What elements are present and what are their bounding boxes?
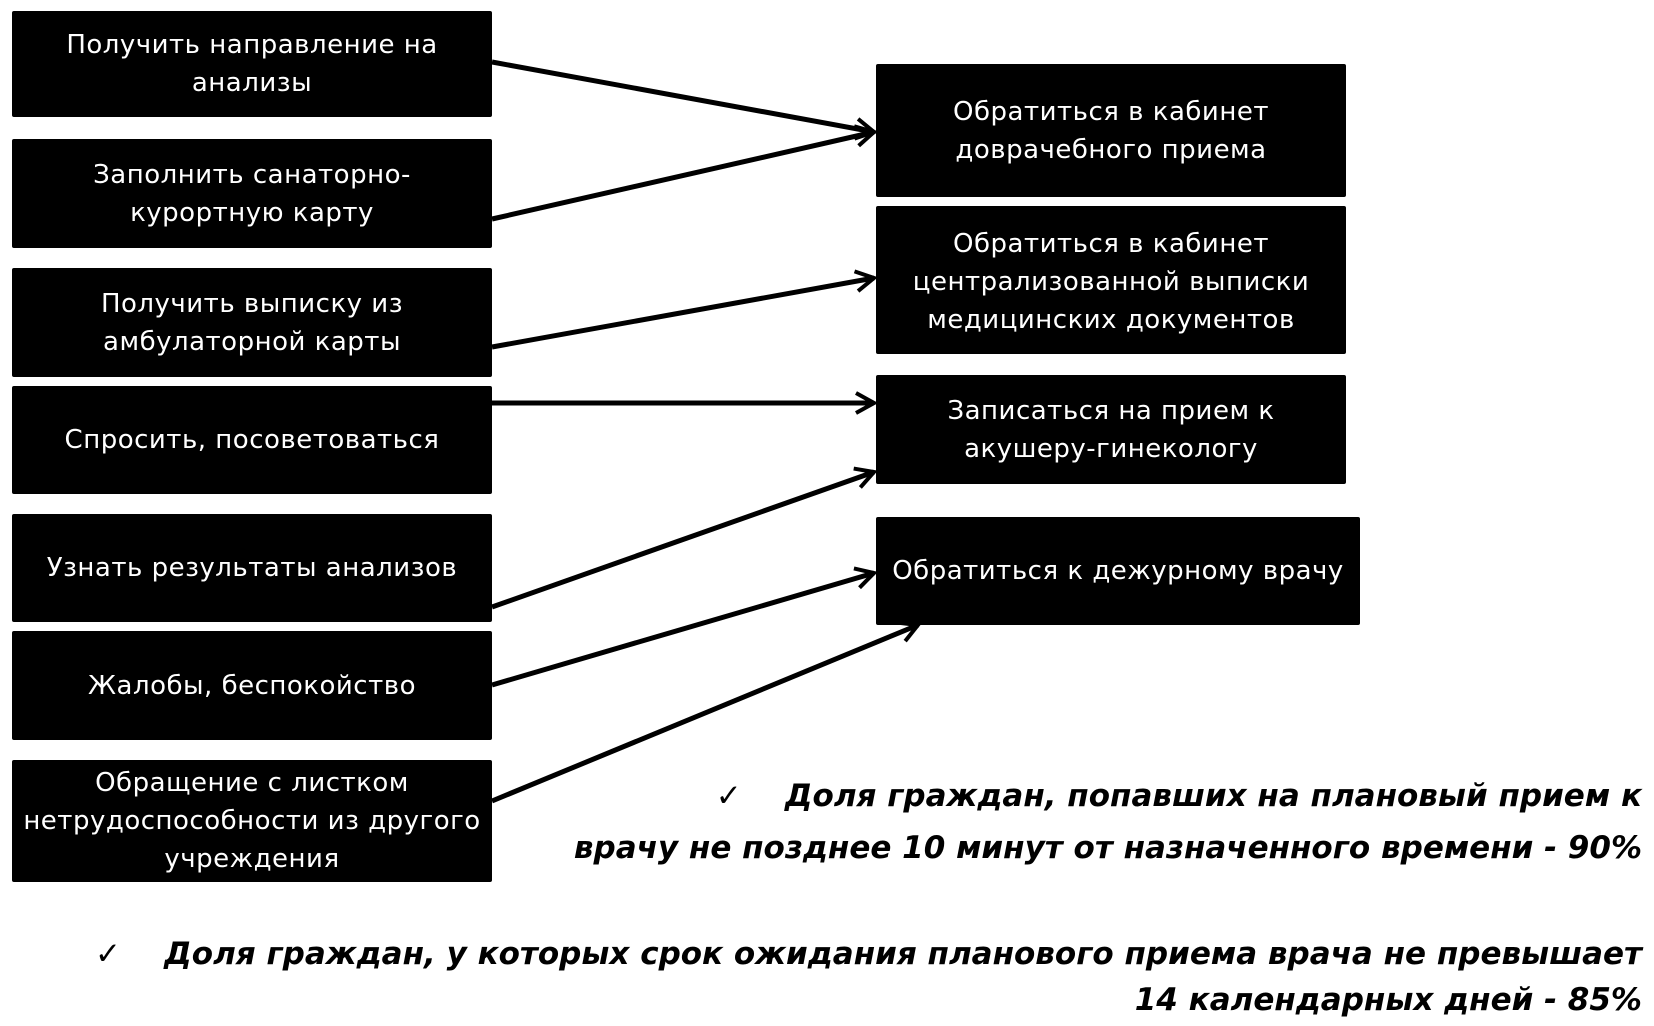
left-box-5-label: Узнать результаты анализов (46, 553, 458, 583)
note-1-line1: ✓ Доля граждан, попавших на плановый при… (574, 770, 1642, 822)
right-box-3-label: Записаться на прием к акушеру-гинекологу (947, 395, 1275, 464)
right-box-3: Записаться на прием к акушеру-гинекологу (876, 375, 1346, 484)
note-2-text-1: Доля граждан, у которых срок ожидания пл… (164, 936, 1642, 972)
left-box-2: Заполнить санаторно-курортную карту (12, 139, 492, 248)
left-box-6-label: Жалобы, беспокойство (88, 670, 416, 701)
note-1-text-1: Доля граждан, попавших на плановый прием… (784, 778, 1642, 814)
left-box-1-label: Получить направление на анализы (66, 30, 438, 98)
left-box-5: Узнать результаты анализов (12, 514, 492, 622)
arrow-5 (491, 472, 874, 610)
note-2: ✓ Доля граждан, у которых срок ожидания … (95, 928, 1642, 1026)
right-box-1: Обратиться в кабинет доврачебного приема (876, 64, 1346, 197)
right-box-1-label: Обратиться в кабинет доврачебного приема (953, 96, 1269, 165)
arrow-7 (491, 625, 918, 804)
note-2-line2: 14 календарных дней - 85% (1134, 982, 1642, 1018)
right-box-2-label: Обратиться в кабинет централизованной вы… (912, 229, 1310, 335)
note-1-line2: врачу не позднее 10 минут от назначенног… (573, 830, 1642, 866)
left-box-7: Обращение с листком нетрудоспособности и… (12, 760, 492, 882)
left-box-7-label: Обращение с листком нетрудоспособности и… (23, 768, 481, 874)
arrow-2 (491, 132, 874, 222)
checkmark-icon: ✓ (715, 778, 742, 814)
left-box-2-label: Заполнить санаторно-курортную карту (93, 159, 411, 228)
arrow-3 (491, 278, 874, 350)
right-box-4: Обратиться к дежурному врачу (876, 517, 1360, 625)
left-box-4-label: Спросить, посоветоваться (64, 425, 440, 455)
checkmark-icon: ✓ (95, 936, 121, 972)
left-box-3: Получить выписку из амбулаторной карты (12, 268, 492, 377)
right-box-4-label: Обратиться к дежурному врачу (892, 556, 1344, 586)
left-box-3-label: Получить выписку из амбулаторной карты (100, 288, 404, 357)
note-2-line1: ✓ Доля граждан, у которых срок ожидания … (95, 928, 1642, 980)
left-box-6: Жалобы, беспокойство (12, 631, 492, 740)
left-box-4: Спросить, посоветоваться (12, 386, 492, 494)
left-box-1: Получить направление на анализы (12, 11, 492, 117)
note-1: ✓ Доля граждан, попавших на плановый при… (574, 770, 1642, 874)
arrow-6 (491, 573, 874, 688)
right-box-2: Обратиться в кабинет централизованной вы… (876, 206, 1346, 354)
arrow-1 (491, 59, 874, 132)
